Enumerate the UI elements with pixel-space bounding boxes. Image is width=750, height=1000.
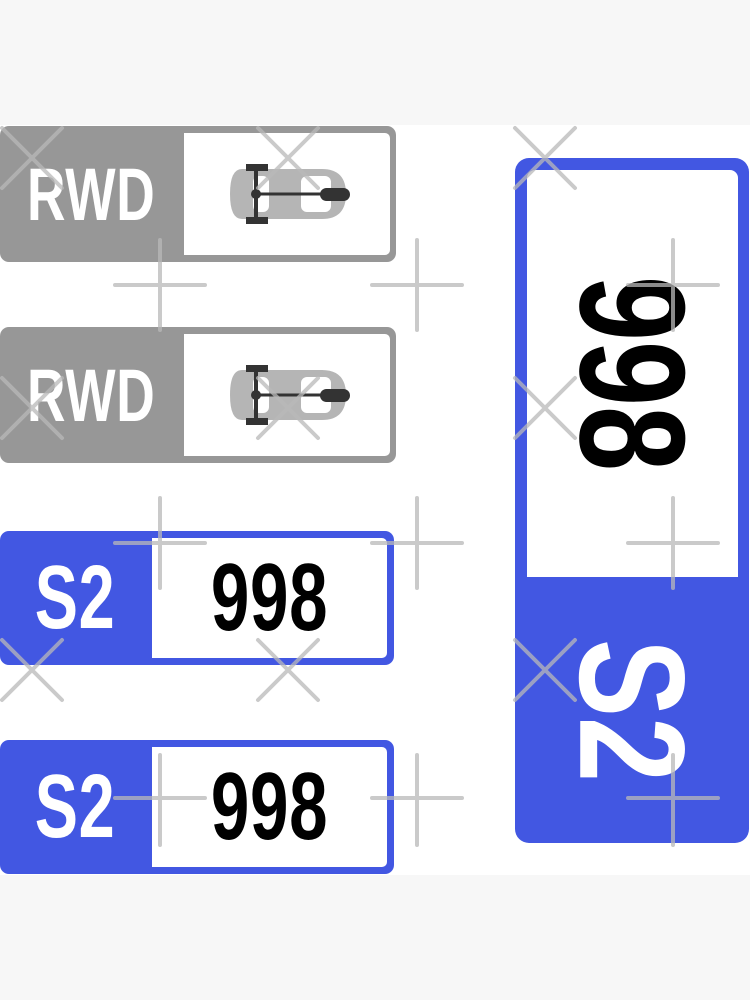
vertical-plate-number-panel: 998 xyxy=(527,170,738,577)
vertical-license-plate-sticker: 998 S2 xyxy=(515,158,749,843)
rear-wheel-drive-car-icon xyxy=(230,164,350,224)
rwd-label-panel: RWD xyxy=(0,327,182,463)
car-icon-panel xyxy=(184,133,390,255)
rear-wheel-drive-car-icon xyxy=(230,365,350,425)
rwd-sticker-2: RWD xyxy=(0,327,396,463)
plate-prefix-panel: S2 xyxy=(0,740,150,874)
plate-number: 998 xyxy=(210,544,329,651)
vertical-plate-prefix-panel: S2 xyxy=(515,577,749,843)
rwd-sticker-1: RWD xyxy=(0,126,396,262)
car-icon-panel xyxy=(184,334,390,456)
plate-number: 998 xyxy=(210,753,329,860)
plate-number-panel: 998 xyxy=(152,538,387,658)
plate-prefix-panel: S2 xyxy=(0,531,150,665)
plate-number-panel: 998 xyxy=(152,747,387,867)
rwd-label: RWD xyxy=(26,152,156,236)
vertical-plate-prefix: S2 xyxy=(548,638,717,782)
license-plate-sticker-2: S2 998 xyxy=(0,740,394,874)
plate-prefix: S2 xyxy=(34,756,116,857)
rwd-label: RWD xyxy=(26,353,156,437)
license-plate-sticker-1: S2 998 xyxy=(0,531,394,665)
plate-prefix: S2 xyxy=(34,547,116,648)
rwd-label-panel: RWD xyxy=(0,126,182,262)
vertical-plate-number: 998 xyxy=(549,275,717,472)
